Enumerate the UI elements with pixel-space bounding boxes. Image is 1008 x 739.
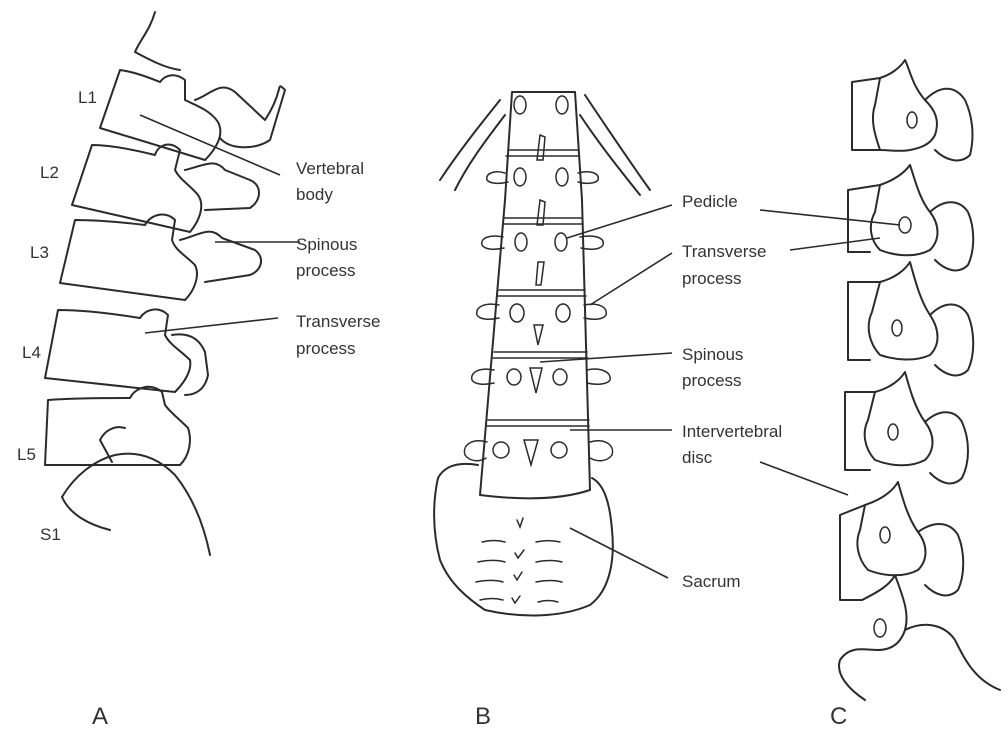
leader-a-transverse-process [145, 318, 278, 333]
panel-letter-c: C [830, 703, 847, 730]
leader-b-transverse-process [590, 253, 672, 305]
panel-c-oblique-view [839, 60, 1000, 700]
level-label-l5: L5 [17, 445, 36, 464]
leader-b-sacrum [570, 528, 668, 578]
vertebra-l2 [72, 145, 201, 232]
vertebral-column-outline [480, 92, 590, 498]
vertebra-c2 [871, 165, 938, 255]
level-label-l2: L2 [40, 163, 59, 182]
panel-b-posterior-view [434, 92, 650, 615]
vertebra-c3 [869, 262, 938, 360]
label-a-spinous-process: Spinous process [296, 235, 362, 280]
sacrum-outline-a [62, 454, 210, 555]
level-label-l3: L3 [30, 243, 49, 262]
label-b-pedicle: Pedicle [682, 192, 738, 211]
vertebra-l3 [60, 215, 197, 300]
label-a-vertebral-body: Vertebral body [296, 159, 369, 204]
leader-c-intervertebral-disc [760, 462, 848, 495]
level-label-l1: L1 [78, 88, 97, 107]
label-a-transverse-process: Transverse process [296, 312, 385, 358]
leader-c-transverse-process [790, 238, 880, 250]
label-b-sacrum: Sacrum [682, 572, 741, 591]
label-b-intervertebral-disc: Intervertebral disc [682, 422, 787, 467]
level-label-l4: L4 [22, 343, 41, 362]
vertebra-c1 [873, 60, 937, 151]
leader-c-pedicle [760, 210, 900, 225]
vertebra-l5 [45, 387, 190, 465]
panel-letter-b: B [475, 703, 491, 730]
vertebra-l4 [45, 309, 190, 392]
label-b-spinous-process: Spinous process [682, 345, 748, 390]
vertebra-c5 [857, 482, 925, 575]
level-label-s1: S1 [40, 525, 61, 544]
vertebra-c6 [839, 575, 907, 700]
panel-letter-a: A [92, 703, 108, 730]
label-b-transverse-process: Transverse process [682, 242, 771, 288]
sacrum-outline-b [434, 464, 613, 616]
vertebra-c4 [865, 372, 933, 465]
